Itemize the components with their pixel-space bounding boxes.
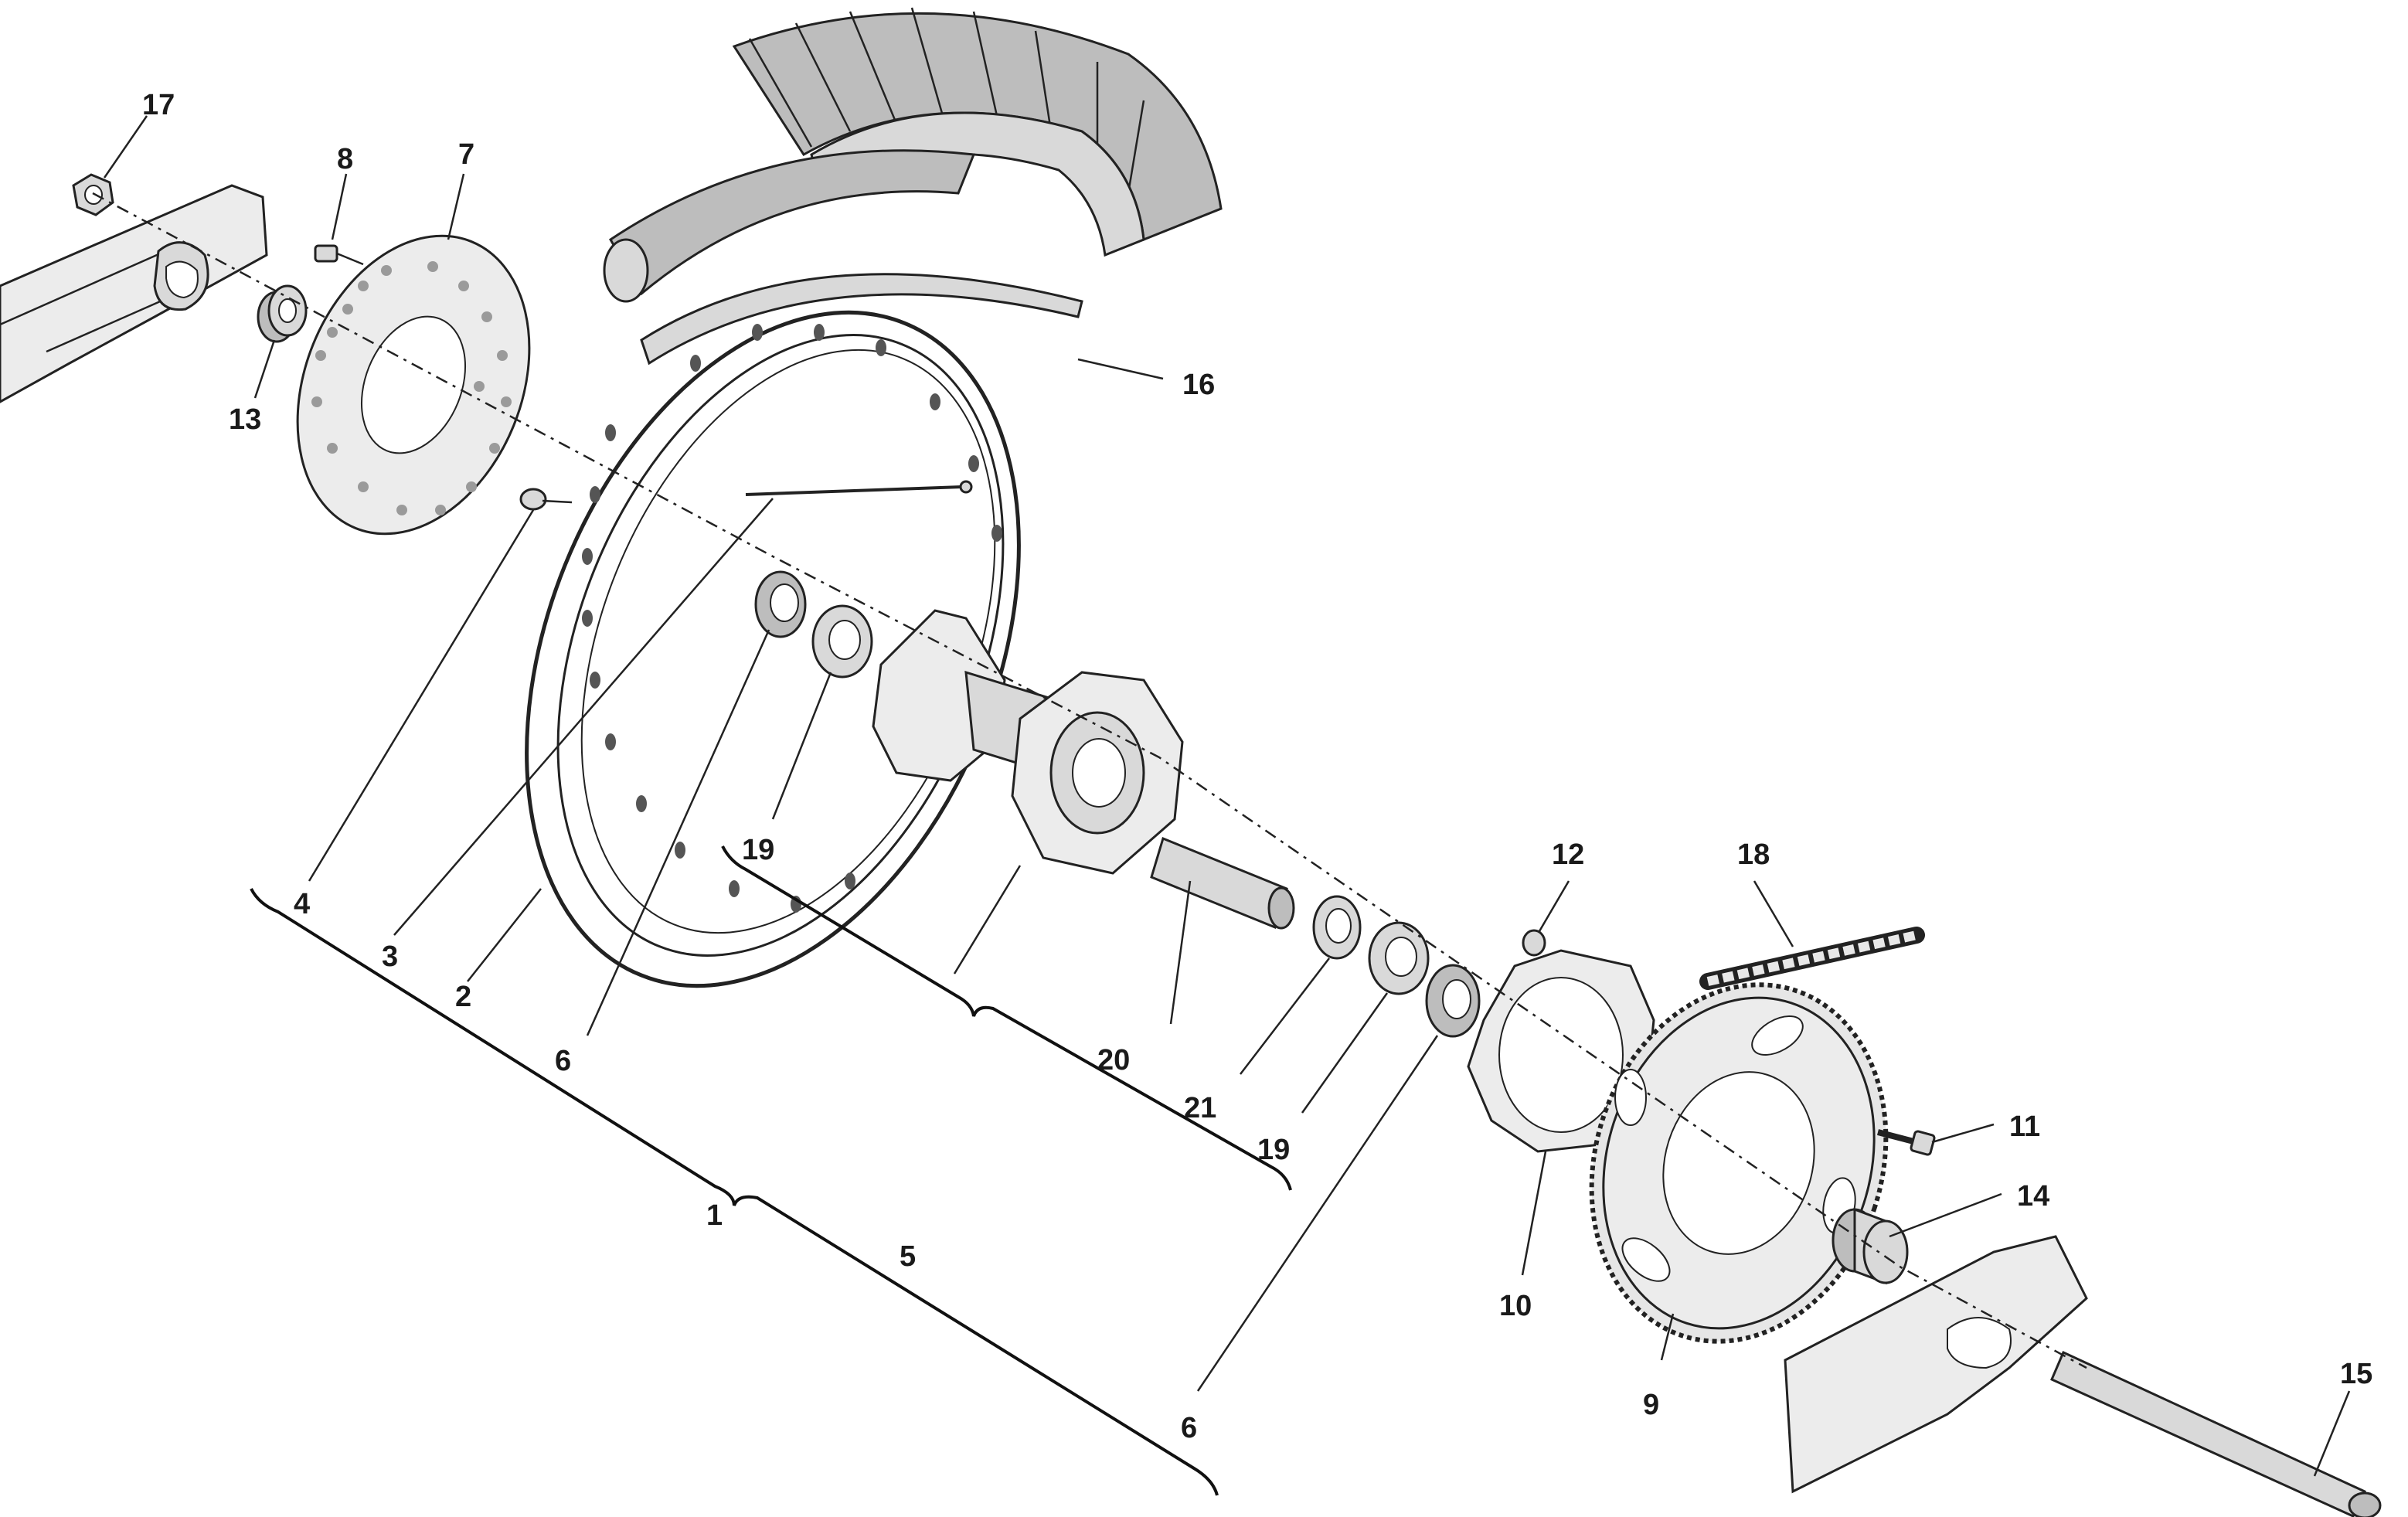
valve-4 — [519, 488, 573, 511]
rear-sprocket-9 — [1589, 982, 1889, 1344]
callout-4: 4 — [294, 888, 310, 920]
callout-7: 7 — [458, 138, 474, 171]
callout-3: 3 — [382, 940, 398, 973]
oil-seal-6-right — [1425, 964, 1481, 1038]
callout-6-right: 6 — [1181, 1412, 1197, 1444]
callout-9: 9 — [1643, 1389, 1659, 1421]
callout-6-left: 6 — [555, 1045, 571, 1077]
bolt-11 — [1876, 1129, 1936, 1156]
callout-15: 15 — [2340, 1358, 2372, 1390]
oil-seal-6-left — [754, 570, 807, 638]
bearing-19-left — [811, 604, 873, 679]
inner-tube — [603, 149, 976, 303]
spoke-3 — [745, 480, 973, 496]
spacer-21 — [1312, 895, 1362, 960]
callout-17: 17 — [142, 89, 175, 121]
callout-11: 11 — [2009, 1111, 2040, 1143]
callout-1: 1 — [706, 1199, 723, 1232]
axle-15 — [2050, 1350, 2382, 1517]
callout-19-right: 19 — [1257, 1134, 1290, 1166]
swingarm-right — [1784, 1235, 2088, 1494]
callout-10: 10 — [1499, 1290, 1532, 1322]
brake-disc-7 — [296, 234, 531, 536]
leader-lines — [103, 115, 2351, 1477]
callout-20: 20 — [1097, 1044, 1130, 1077]
assembly-brackets — [250, 845, 1292, 1496]
callout-18: 18 — [1737, 838, 1770, 871]
bolt-8 — [314, 244, 364, 266]
nut-12 — [1522, 929, 1546, 957]
spacer-13 — [257, 284, 308, 343]
callout-16: 16 — [1182, 369, 1215, 401]
callout-19-left: 19 — [742, 834, 774, 866]
callout-8: 8 — [337, 143, 353, 175]
callout-14: 14 — [2017, 1180, 2049, 1213]
bearing-19-right — [1368, 921, 1430, 995]
rim-2 — [525, 310, 1021, 988]
hub-5 — [872, 609, 1184, 875]
swingarm-left — [0, 184, 268, 403]
spacer-14 — [1832, 1207, 1909, 1285]
axle-nut-17 — [72, 173, 114, 216]
rim-strip-16 — [640, 273, 1083, 366]
callout-13: 13 — [229, 403, 261, 436]
chain-18 — [1699, 927, 1925, 990]
callout-5: 5 — [900, 1240, 916, 1273]
callout-12: 12 — [1552, 838, 1584, 871]
axle-centerline — [92, 192, 2087, 1369]
callout-2: 2 — [455, 981, 471, 1013]
callout-labels: 17 8 7 13 16 4 3 2 6 19 1 5 20 21 19 6 1… — [142, 89, 2372, 1444]
callout-21: 21 — [1184, 1092, 1216, 1124]
spacer-20 — [1150, 836, 1295, 930]
tire — [732, 7, 1223, 257]
